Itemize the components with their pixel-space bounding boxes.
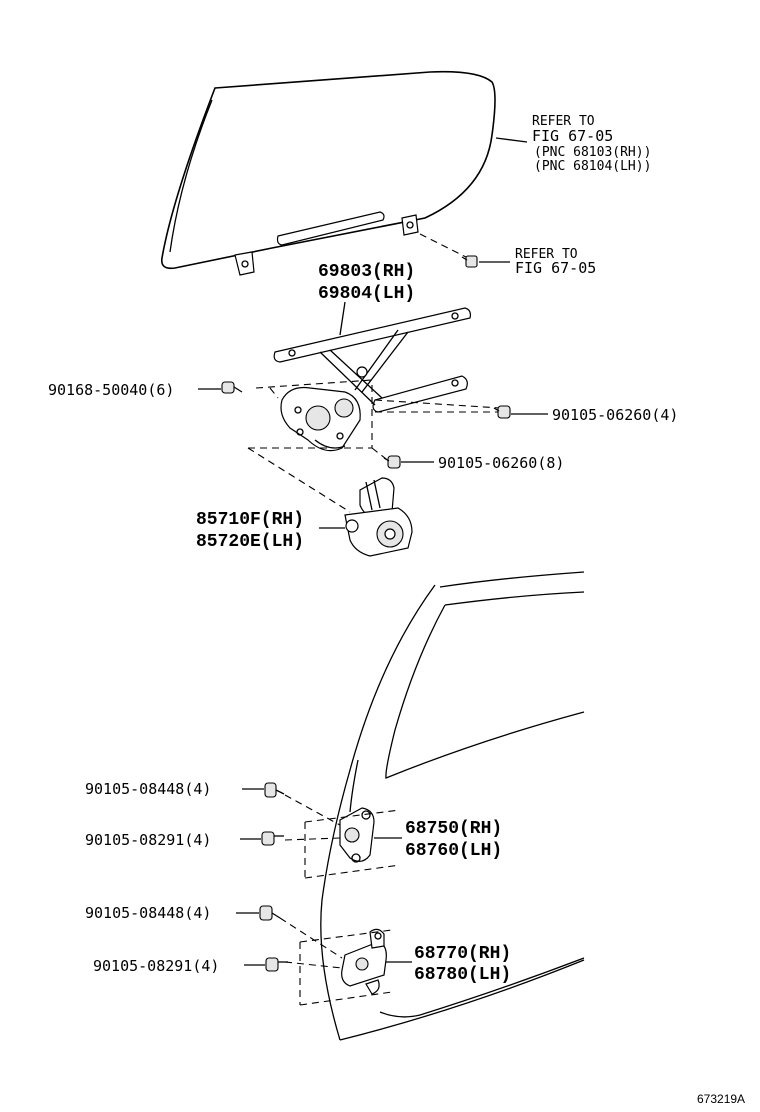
glass-bolt-icon xyxy=(461,255,478,268)
refer-glass-line2: FIG 67-05 xyxy=(532,127,613,145)
bolt-90168-50040-icon xyxy=(221,381,243,394)
upper-door-hinge xyxy=(339,807,375,863)
refer-glass-line3: (PNC 68103(RH)) xyxy=(534,145,651,160)
lower-hinge-lh-label: 68780(LH) xyxy=(414,965,511,985)
upper-hinge-lh-label: 68760(LH) xyxy=(405,841,502,861)
bolt-90105-08291-lower-label: 90105-08291(4) xyxy=(93,957,219,975)
door-body xyxy=(320,571,585,1041)
bolt-90105-08448-upper-label: 90105-08448(4) xyxy=(85,780,211,798)
bolt-90105-06260-4-icon xyxy=(493,405,511,419)
refer-glass-line1: REFER TO xyxy=(532,114,595,129)
bolt-90105-08448-lower-label: 90105-08448(4) xyxy=(85,904,211,922)
door-glass xyxy=(160,70,496,276)
regulator-rh-label: 69803(RH) xyxy=(318,262,415,282)
upper-hinge-rh-label: 68750(RH) xyxy=(405,819,502,839)
lower-hinge-rh-label: 68770(RH) xyxy=(414,944,511,964)
bolt-90105-08291-upper-icon xyxy=(261,831,284,846)
bolt-90105-06260-8-icon xyxy=(383,455,401,469)
refer-bolt-label: REFER TO FIG 67-05 xyxy=(515,247,596,277)
refer-bolt-line1: REFER TO xyxy=(515,247,578,262)
lower-door-hinge xyxy=(341,928,387,995)
refer-glass-label: REFER TO FIG 67-05 (PNC 68103(RH)) (PNC … xyxy=(532,114,651,174)
bolt-90105-08291-upper-label: 90105-08291(4) xyxy=(85,831,211,849)
window-motor xyxy=(344,477,413,557)
motor-rh-label: 85710F(RH) xyxy=(196,510,304,530)
bolt-90105-06260-4-label: 90105-06260(4) xyxy=(552,406,678,424)
bolt-90168-50040-label: 90168-50040(6) xyxy=(48,381,174,399)
window-regulator xyxy=(273,307,472,452)
motor-lh-label: 85720E(LH) xyxy=(196,532,304,552)
figure-code: 673219A xyxy=(697,1092,745,1106)
bolt-90105-08448-lower-icon xyxy=(259,905,281,921)
refer-glass-line4: (PNC 68104(LH)) xyxy=(534,159,651,174)
bolt-90105-08291-lower-icon xyxy=(265,957,288,972)
bolt-90105-08448-upper-icon xyxy=(264,782,285,798)
refer-bolt-line2: FIG 67-05 xyxy=(515,259,596,277)
regulator-lh-label: 69804(LH) xyxy=(318,284,415,304)
bolt-90105-06260-8-label: 90105-06260(8) xyxy=(438,454,564,472)
